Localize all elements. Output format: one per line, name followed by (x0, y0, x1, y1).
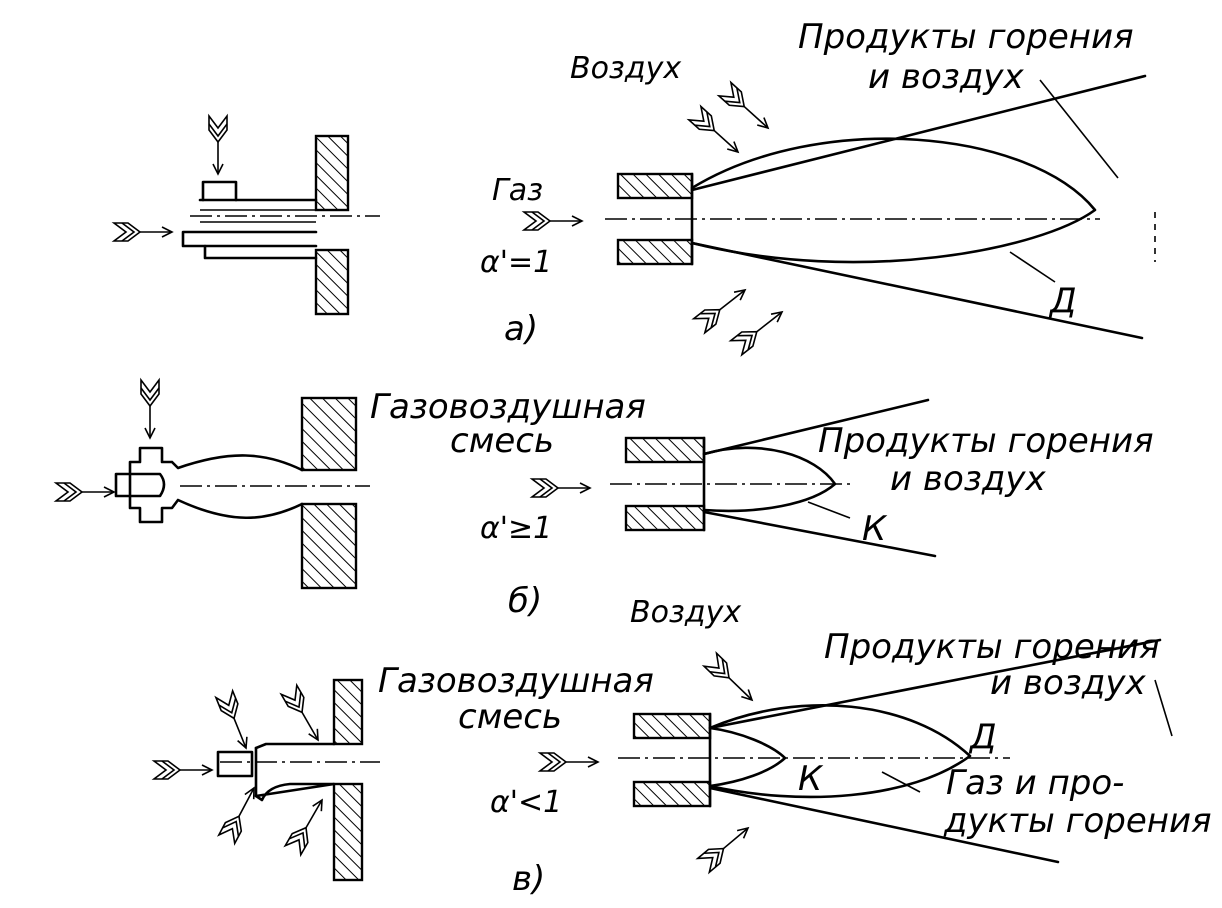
nozzle-c (632, 712, 712, 808)
jet-boundary-c (708, 638, 1162, 864)
air-arrow-a2 (718, 81, 775, 136)
panel-c: Воздух Газовоздушная смесь α'<1 Продукты… (153, 595, 1212, 899)
air-label-a: Воздух (570, 51, 681, 86)
caption-c: в) (512, 859, 545, 899)
jet-boundary-a (690, 74, 1147, 340)
gas-inlet-arrow-a (113, 222, 173, 242)
air-arrow-c2 (696, 820, 755, 873)
air-inlet-arrow-c4 (284, 794, 331, 856)
products-label-b-2: и воздух (890, 459, 1046, 499)
mixture-label-b-1: Газовоздушная (370, 387, 646, 427)
air-label-c: Воздух (630, 595, 741, 630)
burner-a (181, 180, 380, 260)
wall-b (300, 396, 358, 590)
wall-a (314, 134, 350, 316)
panel-b: Газовоздушная смесь α'≥1 Продукты горени… (55, 379, 1154, 621)
mixture-label-c-1: Газовоздушная (378, 661, 654, 701)
air-arrow-a4 (729, 304, 789, 356)
wall-c (332, 678, 364, 882)
mixture-label-b-2: смесь (450, 421, 554, 461)
alpha-label-b: α'≥1 (480, 511, 552, 546)
gas-arrow-a (523, 211, 583, 231)
products-label-c-2: и воздух (990, 663, 1146, 703)
panel-a: Воздух Газ α'=1 Продукты горения и возду… (113, 17, 1156, 356)
marker-k-b: К (862, 509, 888, 549)
caption-a: а) (504, 309, 538, 349)
marker-d-c: Д (968, 717, 997, 757)
outer-flame-c (708, 704, 972, 799)
mixer-c (216, 742, 380, 802)
nozzle-b (624, 436, 706, 532)
marker-d-a: Д (1048, 281, 1077, 321)
gas-products-label-c-2: дукты горения (943, 801, 1212, 841)
gas-inlet-arrow-c (153, 760, 213, 780)
caption-b: б) (508, 581, 542, 621)
gas-label-a: Газ (492, 173, 543, 208)
mixture-arrow-b (531, 478, 591, 498)
products-label-a-2: и воздух (868, 57, 1024, 97)
flame-cone-b (702, 446, 837, 513)
air-arrow-c1 (703, 652, 760, 708)
products-label-c-1: Продукты горения (824, 627, 1160, 667)
gas-inlet-arrow-b (55, 482, 115, 502)
mixture-label-c-2: смесь (458, 697, 562, 737)
flame-cone-a (690, 137, 1097, 264)
gas-products-label-c-1: Газ и про- (946, 763, 1124, 803)
mixture-arrow-c (539, 752, 599, 772)
air-inlet-arrow-b (140, 379, 160, 439)
air-inlet-arrow-c2 (280, 684, 327, 746)
products-label-b-1: Продукты горения (818, 421, 1154, 461)
mixer-b (114, 446, 370, 524)
marker-k-c: К (798, 759, 824, 799)
products-label-a-1: Продукты горения (798, 17, 1134, 57)
alpha-label-a: α'=1 (480, 245, 552, 280)
nozzle-a (616, 172, 694, 266)
alpha-label-c: α'<1 (490, 785, 562, 820)
air-arrow-a3 (692, 282, 752, 334)
air-inlet-arrow-a (208, 115, 228, 175)
jet-boundary-b (702, 398, 937, 558)
air-inlet-arrow-c1 (215, 690, 256, 753)
air-arrow-a1 (688, 105, 745, 160)
inner-cone-c (708, 726, 787, 788)
